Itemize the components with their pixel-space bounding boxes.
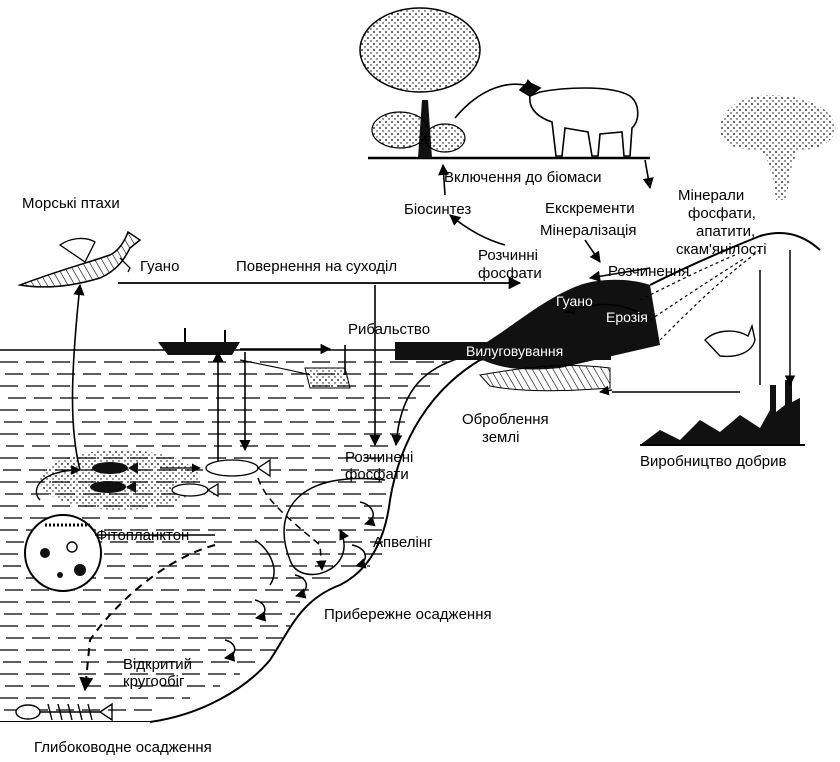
label-dissolved-phosphates-top-1: Розчинні (478, 247, 538, 264)
sea-bird-icon (20, 232, 140, 287)
cow-icon (520, 82, 638, 156)
label-minerals-4: скам'янілості (676, 241, 767, 258)
label-erosion: Ерозія (606, 309, 648, 325)
label-mineralization: Мінералізація (540, 222, 637, 239)
label-inclusion-biomass: Включення до біомаси (444, 169, 602, 186)
label-minerals-3: апатити, (696, 223, 755, 240)
label-upwelling: Апвелінг (373, 534, 433, 551)
label-deep-sedimentation: Глибоководне осадження (34, 739, 212, 756)
factory-icon (640, 380, 805, 445)
label-excrements: Екскременти (545, 200, 635, 217)
label-open-cycle-2: кругообіг (123, 673, 185, 690)
label-dissolved-phosphates-top-2: фосфати (478, 265, 542, 282)
label-dissolution: Розчинення (608, 263, 689, 280)
phytoplankton-cell-icon (25, 515, 101, 591)
label-land-cultivation-2: землі (482, 429, 519, 446)
label-fertilizer-production: Виробництво добрив (640, 453, 787, 470)
label-guano-island: Гуано (556, 293, 593, 309)
label-dissolved-phosphates-sea-1: Розчинені (345, 449, 413, 466)
label-return-to-land: Повернення на суходіл (236, 258, 397, 275)
label-dissolved-phosphates-sea-2: фосфати (345, 466, 409, 483)
tree-icon (360, 8, 650, 158)
label-minerals-1: Мінерали (678, 187, 744, 204)
fish-skeleton-icon (16, 704, 112, 720)
label-coastal-sedimentation: Прибережне осадження (324, 606, 492, 623)
label-open-cycle-1: Відкритий (123, 656, 192, 673)
plankton-cloud (40, 450, 200, 510)
fishing-boat-icon (158, 328, 240, 355)
label-land-cultivation-1: Оброблення (462, 411, 549, 428)
label-minerals-2: фосфати, (688, 205, 756, 222)
label-fishing: Рибальство (348, 321, 430, 338)
mineral-plume-icon (720, 95, 835, 200)
label-biosynthesis: Біосинтез (404, 201, 471, 218)
label-leaching: Вилуговування (466, 343, 563, 359)
cow-skull-icon (705, 326, 755, 356)
label-guano-left: Гуано (140, 258, 179, 275)
label-sea-birds: Морські птахи (22, 195, 120, 212)
fishing-net-icon (305, 368, 350, 388)
label-phytoplankton: Фітопланктон (96, 527, 189, 544)
